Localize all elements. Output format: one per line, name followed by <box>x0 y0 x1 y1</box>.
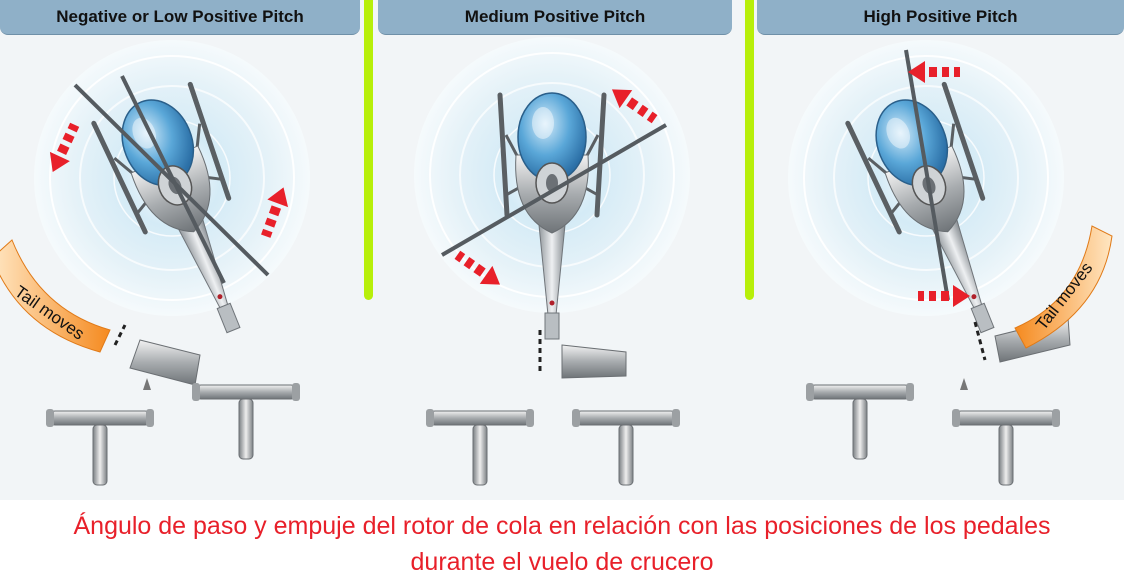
tail-rotor-1 <box>115 325 125 345</box>
left-pedal-1 <box>46 409 154 485</box>
horizontal-stabilizer-1 <box>130 340 200 385</box>
left-pedal-3 <box>806 383 914 459</box>
diagram-artwork <box>0 0 1124 500</box>
horizontal-stabilizer-2 <box>562 345 626 378</box>
right-pedal-3 <box>952 409 1060 485</box>
helicopter-medium-pitch <box>414 37 690 339</box>
left-pedal-2 <box>426 409 534 485</box>
caption-line-1: Ángulo de paso y empuje del rotor de col… <box>0 508 1124 544</box>
right-pedal-1 <box>192 383 300 459</box>
caption-line-2: durante el vuelo de crucero <box>0 544 1124 580</box>
pedal-pitch-diagram: Negative or Low Positive Pitch Medium Po… <box>0 0 1124 500</box>
right-pedal-2 <box>572 409 680 485</box>
figure-caption: Ángulo de paso y empuje del rotor de col… <box>0 508 1124 580</box>
